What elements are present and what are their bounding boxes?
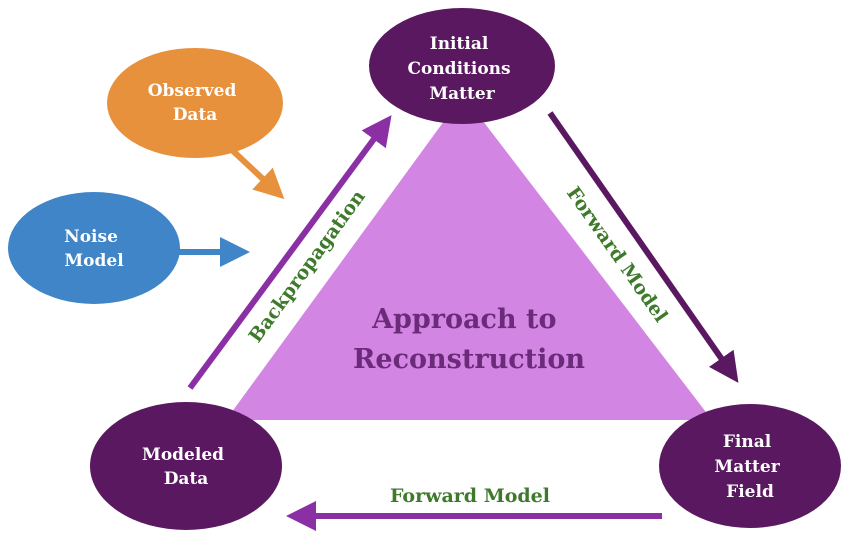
center-triangle [226, 95, 712, 420]
modeled-data-node: Modeled Data [90, 402, 282, 530]
initial-conditions-node: Initial Conditions Matter [369, 8, 555, 124]
center-title-line-2: Reconstruction [353, 344, 585, 375]
observed-data-arrow [229, 147, 285, 200]
noise-model-label: Noise Model [64, 227, 124, 271]
final-matter-field-node: Final Matter Field [659, 404, 841, 528]
center-title-line-1: Approach to [371, 304, 556, 335]
forward-model-bottom-label: Forward Model [390, 485, 550, 507]
final-matter-field-label: Final Matter Field [714, 432, 785, 502]
noise-model-node: Noise Model [8, 192, 180, 304]
observed-data-node: Observed Data [107, 48, 283, 158]
forward-model-right-arrow [547, 111, 739, 383]
initial-conditions-label: Initial Conditions Matter [407, 34, 516, 104]
center-title: Approach to Reconstruction [353, 304, 585, 375]
modeled-data-label: Modeled Data [142, 445, 230, 489]
observed-data-label: Observed Data [148, 81, 243, 125]
backpropagation-arrow [187, 115, 392, 390]
